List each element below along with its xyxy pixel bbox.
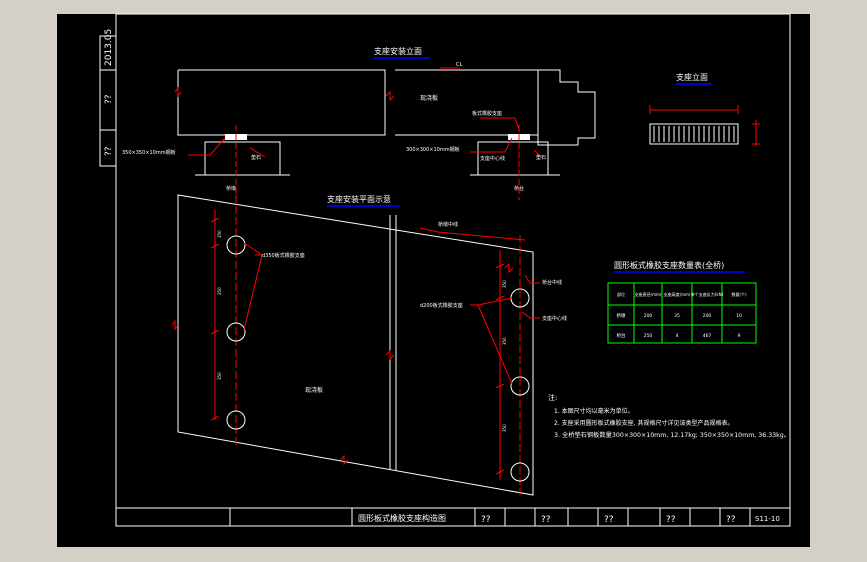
table-cell: 250 [644, 333, 653, 339]
dim-right-2: 350 [502, 337, 507, 345]
dim-right-1: 350 [502, 280, 507, 288]
side-cell-b: ?? [104, 146, 114, 156]
table-header: 单个支座反力(kN) [691, 291, 724, 297]
title-bearing-elevation: 支座安装立面 [374, 46, 422, 56]
label-bearing-left: d350板式橡胶支座 [262, 252, 305, 259]
title-single-elevation: 支座立面 [676, 72, 708, 82]
dim-left-2: 350 [217, 287, 222, 295]
dim-left-3: 350 [217, 372, 222, 380]
drawing-frame [115, 13, 791, 527]
table-cell: 桥台 [617, 332, 626, 339]
title-cell: ?? [541, 515, 551, 525]
bearing-circle [226, 235, 246, 255]
drawing-title: 圆形板式橡胶支座构造图 [358, 513, 446, 523]
label-pad-left: 垫石 [251, 154, 261, 161]
table-header: 部位 [617, 291, 625, 297]
table-cell: 9 [738, 333, 741, 339]
bearing-elevation-view: 支座安装立面 CL 现浇板 板式橡胶支座 350×350×10mm钢 [122, 46, 596, 200]
label-pad-right: 垫石 [536, 154, 546, 161]
label-steel-plate-left: 350×350×10mm钢板 [122, 149, 176, 156]
label-abut-centerline: 桥墩中线 [438, 221, 458, 228]
table-cell: 桥墩 [617, 312, 626, 319]
single-bearing-elevation: 支座立面 [649, 72, 760, 146]
note-item: 3. 全桥垫石钢板数量300×300×10mm, 12.17kg; 350×35… [554, 431, 790, 439]
label-center-mark: CL [456, 62, 462, 68]
label-pier-left: 桥墩 [226, 185, 236, 192]
table-header: 支座高度(mm) [664, 291, 691, 297]
label-support-centerline-right: 支座中心线 [542, 315, 567, 322]
notes-block: 注: 1. 本图尺寸均以毫米为单位。 2. 支座采用圆形板式橡胶支座, 其规格尺… [548, 393, 790, 439]
drawing-background [57, 14, 810, 547]
table-border [607, 282, 757, 344]
table-cell: 200 [644, 313, 653, 319]
label-bearing-right: d200板式橡胶支座 [420, 302, 463, 309]
bearing-circle [510, 462, 530, 482]
label-bearing-type: 板式橡胶支座 [472, 110, 502, 117]
title-cell: ?? [481, 515, 491, 525]
title-cell: ?? [666, 515, 676, 525]
label-abut-centerline-right: 桥台中线 [542, 279, 562, 286]
table-header: 数量(个) [731, 291, 747, 297]
bearing-circle [226, 322, 246, 342]
table-cell: 200 [703, 313, 712, 319]
bearing-circle [226, 410, 246, 430]
table-header: 支座直径(mm) [635, 291, 662, 297]
label-pier-right: 桥台 [514, 185, 524, 192]
table-cell: 467 [703, 333, 712, 339]
title-block: 圆形板式橡胶支座构造图 ?? ?? ?? ?? ?? S11-10 [116, 507, 790, 526]
label-slab-bottom: 现浇板 [305, 386, 323, 394]
label-slab-top: 现浇板 [420, 94, 438, 102]
bearing-plan-view: 支座安装平面示意 350 350 350 350 350 350 [171, 194, 567, 496]
title-cell: ?? [604, 515, 614, 525]
title-bearing-plan: 支座安装平面示意 [327, 194, 391, 204]
dim-right-3: 350 [502, 424, 507, 432]
note-item: 1. 本图尺寸均以毫米为单位。 [554, 407, 634, 415]
label-steel-plate-right: 300×300×10mm钢板 [406, 146, 460, 153]
side-block: 2013.05 ?? ?? [99, 29, 117, 167]
dim-left-1: 350 [217, 230, 222, 238]
sheet-number: S11-10 [755, 515, 780, 523]
table-cell: 10 [736, 313, 742, 319]
side-cell-a: ?? [104, 94, 114, 104]
bearing-circle [510, 376, 530, 396]
table-cell: 35 [674, 313, 680, 319]
title-cell: ?? [726, 515, 736, 525]
quantity-table: 圆形板式橡胶支座数量表(全桥) 部位 支座直径(mm)支座高度(mm)单个支座反力… [607, 260, 757, 344]
notes-title: 注: [548, 393, 557, 402]
label-support-centerline: 支座中心线 [480, 155, 505, 162]
table-cell: 4 [676, 333, 679, 339]
title-quantity-table: 圆形板式橡胶支座数量表(全桥) [614, 260, 724, 270]
side-date: 2013.05 [104, 29, 114, 66]
note-item: 2. 支座采用圆形板式橡胶支座, 其规格尺寸详见该类型产品规格表。 [554, 419, 733, 427]
